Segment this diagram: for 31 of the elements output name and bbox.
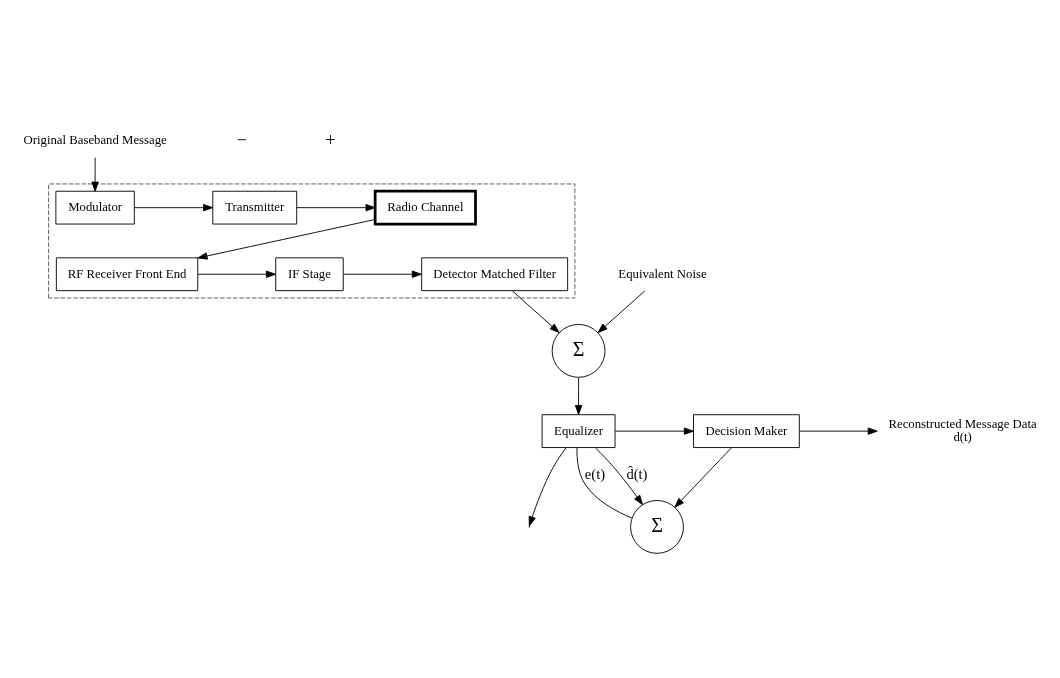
node-box: Modulator: [55, 190, 135, 225]
label: −: [236, 129, 248, 150]
arrow: [799, 427, 878, 435]
arrow: [597, 290, 646, 333]
arrow: [296, 204, 376, 212]
node-box: RF Receiver Front End: [55, 257, 199, 292]
node-box: Radio Channel: [373, 189, 477, 226]
arrow: [512, 290, 560, 333]
arrow: [574, 377, 583, 415]
node-box: IF Stage: [275, 257, 344, 292]
node-circle: Σ: [630, 500, 684, 554]
node-box: Decision Maker: [693, 414, 800, 448]
arrow: [528, 447, 567, 527]
arrow: [594, 447, 643, 506]
node-text: Original Baseband Message: [23, 133, 167, 148]
arrow: [343, 270, 422, 278]
edge-label: e(t): [584, 466, 606, 483]
node-box: Detector Matched Filter: [421, 257, 569, 292]
connector: [576, 447, 633, 519]
node-text: Equivalent Noise: [618, 266, 707, 281]
arrow: [91, 157, 99, 192]
node-text: Reconstructed Message Data d(t): [888, 416, 1037, 445]
arrow: [197, 270, 276, 278]
node-box: Transmitter: [212, 190, 298, 225]
label: +: [325, 129, 336, 150]
edge-label: d̂(t): [626, 466, 648, 483]
arrow: [674, 447, 733, 508]
arrow: [133, 204, 214, 212]
arrow: [197, 219, 376, 260]
node-box: Equalizer: [541, 414, 616, 448]
arrow: [614, 427, 694, 435]
